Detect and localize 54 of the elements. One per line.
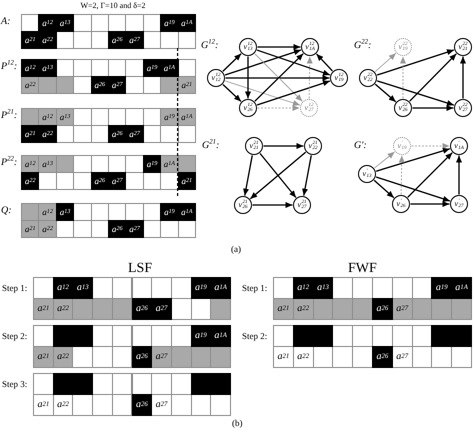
arrow — [374, 52, 396, 72]
arrow — [256, 49, 330, 76]
arrow — [222, 53, 242, 72]
grid-label: Q: — [1, 206, 12, 216]
step-label: Step 3: — [2, 380, 28, 389]
grid-label: P$^{21}$: — [1, 111, 18, 121]
grid-label: A: — [1, 17, 10, 27]
arrow — [398, 155, 405, 195]
column-heading: LSF — [128, 262, 152, 276]
step-label: Step 1: — [242, 284, 268, 293]
arrow — [407, 152, 453, 198]
column-heading: FWF — [348, 262, 377, 276]
arrow — [374, 84, 396, 102]
graph-label: G$^{12}$: — [201, 41, 218, 51]
arrow — [243, 155, 253, 196]
arrow — [257, 105, 300, 111]
arrow — [376, 49, 454, 76]
arrow — [456, 156, 462, 194]
step-label: Step 2: — [2, 332, 28, 341]
graph-label: G$^{21}$: — [202, 141, 220, 151]
arrow — [258, 44, 300, 50]
arrow — [460, 56, 466, 98]
arrow — [400, 56, 406, 99]
arrow — [224, 80, 300, 106]
arrow — [376, 148, 450, 172]
arrow — [264, 143, 304, 149]
arrow — [224, 49, 302, 76]
arrow — [245, 56, 251, 98]
arrow — [409, 53, 457, 102]
arrow — [412, 105, 454, 111]
graph-label: G′: — [354, 141, 367, 151]
arrow — [374, 152, 395, 168]
arrow — [256, 80, 330, 106]
graph-label: G$^{22}$: — [354, 41, 372, 51]
arrow — [316, 54, 333, 72]
arrow — [226, 75, 330, 81]
arrow — [252, 202, 292, 208]
arrow — [260, 152, 296, 198]
step-label: Step 2: — [242, 332, 268, 341]
arrow — [376, 80, 454, 106]
arrow — [222, 84, 242, 102]
panel-label: (a) — [231, 245, 241, 254]
arrow — [302, 155, 312, 196]
grid-label: P$^{12}$: — [1, 62, 18, 72]
arrow — [376, 176, 450, 202]
step-label: Step 1: — [2, 284, 28, 293]
arrow — [374, 180, 394, 198]
panel-label: (b) — [232, 419, 242, 428]
arrow — [306, 56, 313, 99]
arrow — [411, 143, 450, 149]
arrow — [250, 152, 306, 200]
parameter-note: W=2, Γ=10 and δ=2 — [80, 2, 146, 10]
grid-label: P$^{22}$: — [1, 158, 18, 168]
arrow — [410, 201, 450, 207]
